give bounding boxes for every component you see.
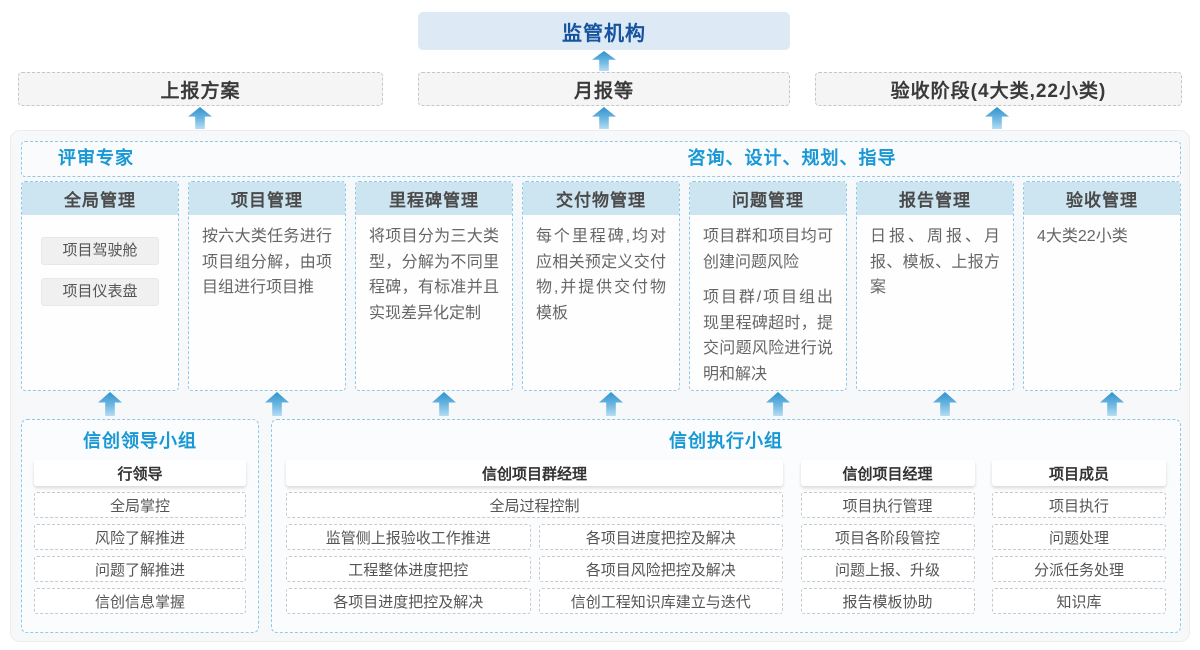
task-item: 问题上报、升级	[800, 556, 975, 582]
task-item: 信创工程知识库建立与迭代	[538, 588, 783, 614]
platform-container: 评审专家 咨询、设计、规划、指导 全局管理 项目驾驶舱 项目仪表盘 项目管理 按…	[10, 130, 1190, 642]
section-project-manager: 信创项目经理 项目执行管理 项目各阶段管控 问题上报、升级 报告模板协助	[800, 454, 975, 614]
task-item: 问题处理	[992, 524, 1166, 550]
column-header: 问题管理	[690, 182, 846, 215]
up-arrow-icon	[599, 392, 623, 416]
up-arrow-icon	[188, 107, 212, 129]
up-arrow-icon	[1100, 392, 1124, 416]
column-body: 按六大类任务进行项目组分解，由项目组进行项目推	[189, 215, 345, 310]
task-item: 各项目进度把控及解决	[538, 524, 783, 550]
task-item: 项目执行管理	[800, 492, 975, 518]
function-columns: 全局管理 项目驾驶舱 项目仪表盘 项目管理 按六大类任务进行项目组分解，由项目组…	[21, 181, 1181, 391]
up-arrow-icon	[985, 107, 1009, 129]
column-milestone-management: 里程碑管理 将项目分为三大类型，分解为不同里程碑，有标准并且实现差异化定制	[355, 181, 513, 391]
channel-report-plan: 上报方案	[18, 72, 383, 106]
task-item: 工程整体进度把控	[286, 556, 531, 582]
task-item: 信创信息掌握	[34, 588, 246, 614]
column-issue-management: 问题管理 项目群和项目均可创建问题风险 项目群/项目组出现里程碑超时，提交问题风…	[689, 181, 847, 391]
channel-label: 上报方案	[160, 80, 241, 102]
up-arrow-icon	[98, 392, 122, 416]
task-item: 全局过程控制	[286, 492, 783, 518]
column-header: 交付物管理	[523, 182, 679, 215]
leadership-group-title: 信创领导小组	[83, 431, 197, 451]
column-text: 4大类22小类	[1037, 228, 1128, 245]
leadership-group: 信创领导小组 行领导 全局掌控 风险了解推进 问题了解推进 信创信息掌握	[21, 419, 259, 633]
mini-box: 项目仪表盘	[41, 278, 159, 306]
task-pair-row: 工程整体进度把控 各项目风险把控及解决	[286, 550, 783, 582]
column-body: 将项目分为三大类型，分解为不同里程碑，有标准并且实现差异化定制	[356, 215, 512, 335]
up-arrow-icon	[592, 107, 616, 129]
execution-group: 信创执行小组 信创项目群经理 全局过程控制 监管侧上报验收工作推进 各项目进度把…	[271, 419, 1181, 633]
task-item: 监管侧上报验收工作推进	[286, 524, 531, 550]
task-item: 项目各阶段管控	[800, 524, 975, 550]
channel-label: 月报等	[573, 80, 634, 102]
column-deliverable-management: 交付物管理 每个里程碑,均对应相关预定义交付物,并提供交付物模板	[522, 181, 680, 391]
column-body: 项目驾驶舱 项目仪表盘	[22, 215, 178, 315]
column-text: 项目群和项目均可创建问题风险	[703, 228, 833, 271]
consult-design-label: 咨询、设计、规划、指导	[687, 148, 897, 168]
role-program-manager: 信创项目群经理	[286, 460, 783, 486]
task-item: 报告模板协助	[800, 588, 975, 614]
task-item: 分派任务处理	[992, 556, 1166, 582]
column-header: 报告管理	[857, 182, 1013, 215]
column-text: 日报、周报、月报、模板、上报方案	[870, 228, 1000, 297]
up-arrow-icon	[265, 392, 289, 416]
up-arrow-icon	[933, 392, 957, 416]
task-item: 项目执行	[992, 492, 1166, 518]
execution-sections: 信创项目群经理 全局过程控制 监管侧上报验收工作推进 各项目进度把控及解决 工程…	[286, 454, 1166, 614]
section-project-member: 项目成员 项目执行 问题处理 分派任务处理 知识库	[992, 454, 1166, 614]
channel-acceptance-phase: 验收阶段(4大类,22小类)	[815, 72, 1182, 106]
mini-box: 项目驾驶舱	[41, 237, 159, 265]
regulator-label: 监管机构	[562, 22, 646, 45]
task-pair-row: 监管侧上报验收工作推进 各项目进度把控及解决	[286, 518, 783, 550]
channel-label: 验收阶段(4大类,22小类)	[890, 80, 1107, 102]
role-project-manager: 信创项目经理	[800, 460, 975, 486]
column-text: 按六大类任务进行项目组分解，由项目组进行项目推	[202, 228, 332, 297]
up-arrow-icon	[766, 392, 790, 416]
column-text: 每个里程碑,均对应相关预定义交付物,并提供交付物模板	[536, 228, 666, 322]
task-item: 各项目风险把控及解决	[538, 556, 783, 582]
column-global-management: 全局管理 项目驾驶舱 项目仪表盘	[21, 181, 179, 391]
task-item: 问题了解推进	[34, 556, 246, 582]
column-header: 项目管理	[189, 182, 345, 215]
column-project-management: 项目管理 按六大类任务进行项目组分解，由项目组进行项目推	[188, 181, 346, 391]
column-body: 每个里程碑,均对应相关预定义交付物,并提供交付物模板	[523, 215, 679, 335]
column-body: 4大类22小类	[1024, 215, 1180, 259]
role-bank-leader: 行领导	[34, 460, 246, 486]
expert-bar: 评审专家 咨询、设计、规划、指导	[21, 141, 1181, 177]
review-experts-label: 评审专家	[58, 148, 134, 168]
execution-group-title: 信创执行小组	[669, 431, 783, 451]
task-item: 风险了解推进	[34, 524, 246, 550]
column-report-management: 报告管理 日报、周报、月报、模板、上报方案	[856, 181, 1014, 391]
task-pair-row: 各项目进度把控及解决 信创工程知识库建立与迭代	[286, 582, 783, 614]
column-text: 将项目分为三大类型，分解为不同里程碑，有标准并且实现差异化定制	[369, 228, 499, 322]
section-program-manager: 信创项目群经理 全局过程控制 监管侧上报验收工作推进 各项目进度把控及解决 工程…	[286, 454, 783, 614]
channel-monthly-report: 月报等	[418, 72, 790, 106]
column-header: 里程碑管理	[356, 182, 512, 215]
task-item: 知识库	[992, 588, 1166, 614]
task-item: 各项目进度把控及解决	[286, 588, 531, 614]
up-arrow-icon	[432, 392, 456, 416]
task-item: 全局掌控	[34, 492, 246, 518]
up-arrow-icon	[592, 51, 616, 71]
column-acceptance-management: 验收管理 4大类22小类	[1023, 181, 1181, 391]
role-project-member: 项目成员	[992, 460, 1166, 486]
column-body: 日报、周报、月报、模板、上报方案	[857, 215, 1013, 310]
column-header: 验收管理	[1024, 182, 1180, 215]
column-body: 项目群和项目均可创建问题风险 项目群/项目组出现里程碑超时，提交问题风险进行说明…	[690, 215, 846, 390]
regulator-box: 监管机构	[418, 12, 790, 50]
column-text: 项目群/项目组出现里程碑超时，提交问题风险进行说明和解决	[703, 289, 833, 383]
column-header: 全局管理	[22, 182, 178, 215]
